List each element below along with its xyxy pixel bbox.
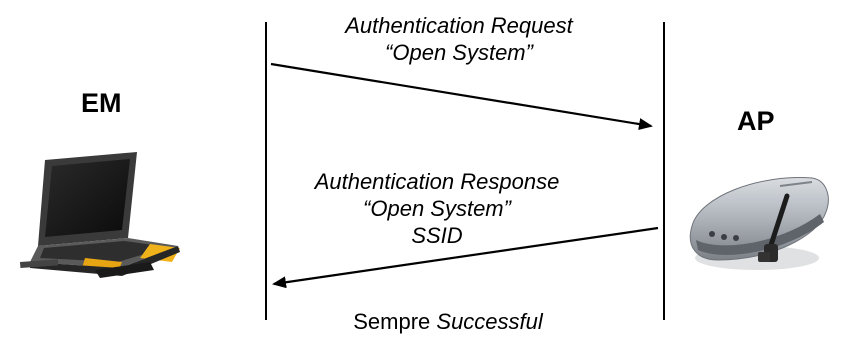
response-arrow [272, 226, 659, 289]
request-message-label: Authentication Request “Open System” [284, 12, 634, 66]
result-label: Sempre Successful [288, 308, 608, 335]
em-node-label: EM [81, 88, 122, 118]
request-arrow [270, 62, 653, 130]
laptop-icon [20, 152, 180, 278]
response-mode: “Open System” [363, 196, 511, 221]
response-message-label: Authentication Response “Open System” SS… [262, 168, 612, 249]
request-title: Authentication Request [345, 13, 573, 38]
ap-node-label: AP [737, 106, 775, 136]
result-prefix: Sempre [353, 309, 431, 334]
result-emphasis: Successful [436, 309, 543, 334]
response-ssid: SSID [411, 223, 463, 248]
wireless-access-point-icon [689, 177, 829, 270]
request-mode: “Open System” [385, 40, 533, 65]
response-title: Authentication Response [314, 169, 560, 194]
